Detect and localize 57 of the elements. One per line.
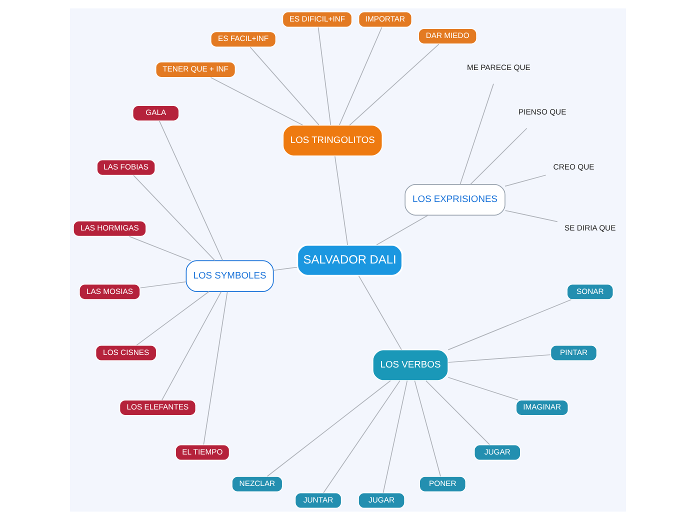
node-box: LAS FOBIAS [96, 159, 156, 176]
node-box: ES FACIL+INF [210, 31, 276, 48]
node-box: LOS EXPRISIONES [404, 184, 506, 216]
connector [339, 26, 382, 126]
node-box: TENER QUE + INF [155, 62, 236, 78]
connector [334, 156, 348, 246]
node-box: LAS HORMIGAS [72, 220, 146, 237]
connector [210, 77, 303, 126]
node-box: LOS SYMBOLES [186, 260, 274, 292]
node-box: LOS ELEFANTES [119, 400, 196, 416]
node-box: EL TIEMPO [175, 444, 230, 461]
node-box: JUGAR [474, 444, 521, 461]
connector [504, 174, 546, 187]
node-box: DAR MIEDO [418, 28, 478, 44]
node-box: IMPORTAR [358, 11, 412, 28]
connector [203, 291, 228, 446]
node-box: JUGAR [358, 492, 406, 509]
connector [382, 380, 408, 494]
connector [318, 26, 332, 126]
connector [448, 299, 572, 350]
connector [448, 376, 519, 400]
node-box: SONAR [566, 284, 614, 300]
connector [136, 291, 210, 346]
connector [272, 266, 298, 271]
node-box: ES DIFICIL+INF [282, 11, 352, 28]
node-box: GALA [132, 105, 180, 122]
node-text: ME PARECE QUE [467, 63, 530, 72]
node-box: NEZCLAR [232, 476, 283, 492]
connector [128, 236, 192, 262]
connector [133, 174, 216, 261]
connector [448, 354, 551, 363]
connector [349, 44, 440, 126]
connector [266, 380, 391, 477]
node-box: LOS CISNES [95, 344, 157, 362]
connector [414, 380, 441, 477]
node-box: JUNTAR [294, 492, 342, 509]
connector [504, 210, 558, 222]
connector [323, 380, 400, 494]
connector [376, 214, 429, 246]
connector [140, 281, 187, 288]
connector [460, 83, 494, 185]
connector [470, 128, 528, 185]
connector [358, 275, 402, 350]
node-text: CREO QUE [553, 162, 594, 172]
node-box: PINTAR [550, 344, 598, 362]
node-box: PONER [419, 476, 466, 492]
node-box: LOS TRINGOLITOS [282, 124, 383, 156]
node-text: SE DIRIA QUE [564, 224, 616, 233]
connector [426, 380, 490, 446]
connector [159, 120, 224, 261]
connector [162, 291, 222, 400]
node-box: SALVADOR DALI [296, 244, 404, 277]
connector [250, 46, 320, 126]
node-box: LAS MOSIAS [78, 284, 140, 300]
node-box: IMAGINAR [516, 400, 569, 416]
node-box: LOS VERBOS [372, 349, 448, 381]
node-text: PIENSO QUE [518, 108, 566, 117]
